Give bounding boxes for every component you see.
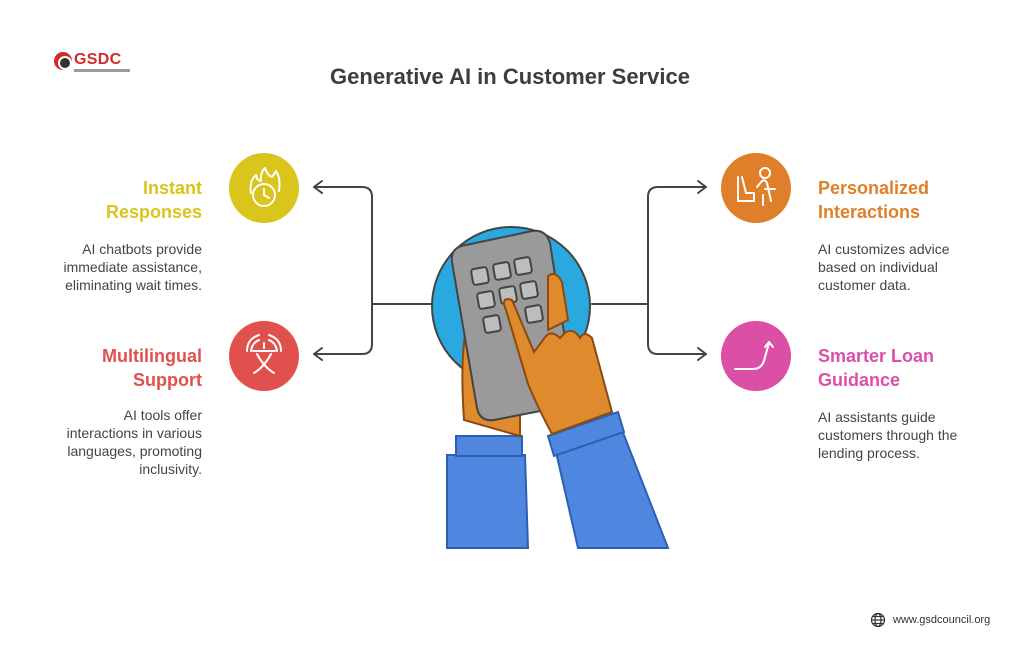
globe-logo-icon (54, 52, 72, 70)
left-cuff (455, 435, 523, 457)
heading-line: Interactions (818, 202, 921, 222)
page-title: Generative AI in Customer Service (330, 64, 690, 89)
logo-tagline (74, 69, 130, 72)
instant-responses-heading: Instant Responses (60, 176, 202, 224)
description-line: AI chatbots provide (82, 241, 202, 257)
website-link[interactable]: www.gsdcouncil.org (893, 614, 991, 626)
personalized-interactions-icon-circle (721, 153, 791, 223)
logo-text: GSDC (74, 51, 122, 68)
clock-fire-icon (249, 167, 281, 207)
multilingual-support-icon-circle (229, 321, 299, 391)
heading-line: Responses (105, 202, 202, 222)
person-at-desk-icon (737, 167, 776, 206)
smarter-loan-guidance-heading: Smarter Loan Guidance (818, 344, 978, 392)
heading-line: Guidance (818, 370, 901, 390)
right-cuff (546, 410, 626, 458)
gsdc-logo: GSDC (54, 50, 134, 76)
heading-line: Smarter Loan (818, 346, 935, 366)
smarter-loan-guidance-icon-circle (721, 321, 791, 391)
instant-responses-description: AI chatbots provide immediate assistance… (30, 240, 202, 294)
heading-line: Personalized (818, 178, 930, 198)
personalized-interactions-heading: Personalized Interactions (818, 176, 978, 224)
description-line: languages, promoting (67, 443, 202, 459)
personalized-interactions-description: AI customizes advice based on individual… (818, 240, 998, 294)
growth-arrow-icon (734, 341, 774, 370)
multilingual-support-description: AI tools offer interactions in various l… (30, 406, 202, 478)
heading-line: Instant (142, 178, 202, 198)
description-line: immediate assistance, (63, 259, 202, 275)
description-line: eliminating wait times. (65, 277, 202, 293)
description-line: customer data. (818, 277, 911, 293)
globe-icon (870, 612, 886, 628)
description-line: AI tools offer (123, 407, 202, 423)
right-thumb (547, 273, 570, 332)
multilingual-support-heading: Multilingual Support (60, 344, 202, 392)
description-line: interactions in various (66, 425, 202, 441)
heading-line: Support (133, 370, 202, 390)
translation-icon (246, 334, 282, 374)
description-line: lending process. (818, 445, 920, 461)
description-line: customers through the (818, 427, 958, 443)
description-line: based on individual (818, 259, 938, 275)
description-line: AI assistants guide (818, 409, 936, 425)
smarter-loan-guidance-description: AI assistants guide customers through th… (818, 408, 998, 462)
heading-line: Multilingual (102, 346, 202, 366)
instant-responses-icon-circle (229, 153, 299, 223)
description-line: AI customizes advice (818, 241, 950, 257)
right-hand (503, 298, 614, 436)
left-sleeve (446, 454, 530, 549)
description-line: inclusivity. (139, 461, 202, 477)
